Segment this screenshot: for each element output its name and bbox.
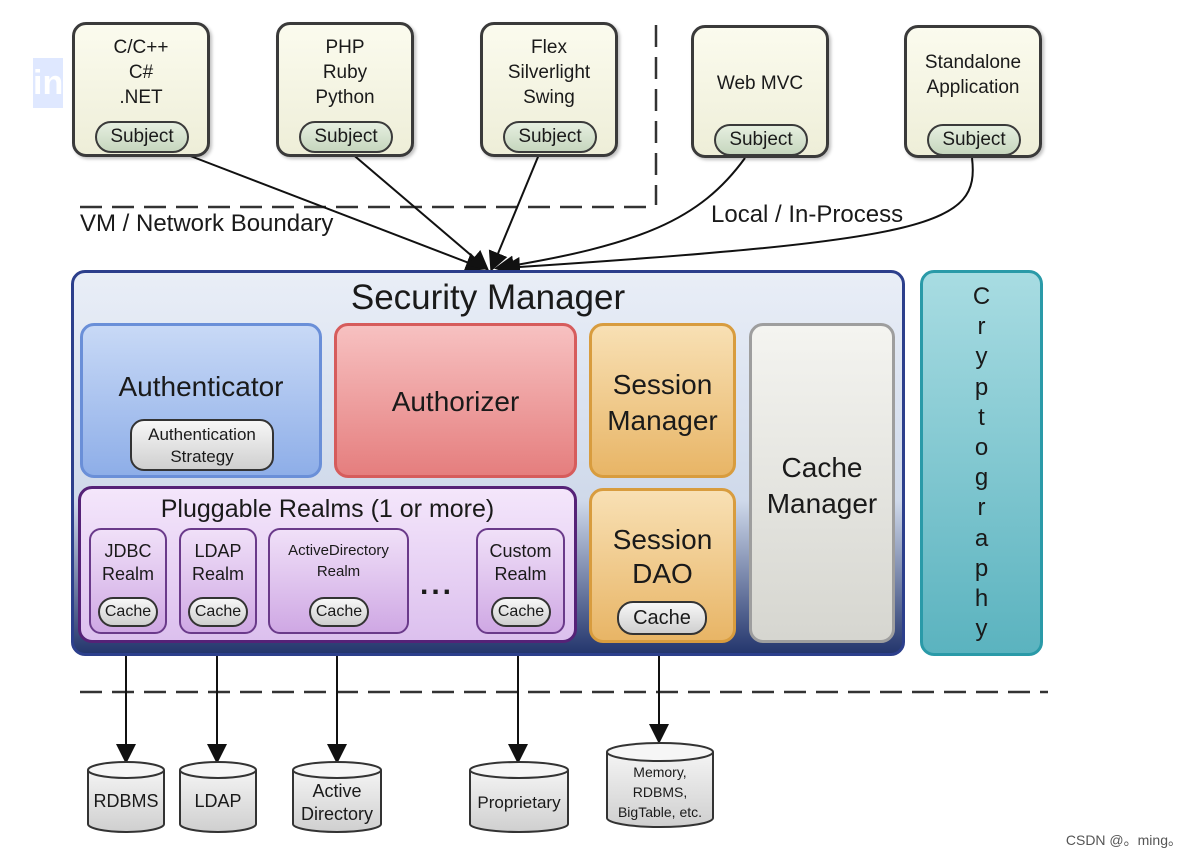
session-dao-cache: Cache xyxy=(617,601,707,635)
logo-fragment: in xyxy=(33,58,63,108)
subject-pill-standalone: Subject xyxy=(927,124,1021,156)
session-dao-title: Session DAO xyxy=(612,524,713,589)
realm-activedirectory-title: ActiveDirectory Realm xyxy=(288,542,389,580)
subject-pill-flex: Subject xyxy=(503,121,597,153)
realm-ldap-title: LDAP Realm xyxy=(191,541,244,584)
db-ad-label: Active Directory xyxy=(300,781,373,824)
realm-custom-cache: Cache xyxy=(491,597,551,627)
realm-activedirectory-cache: Cache xyxy=(309,597,369,627)
authenticator-box: Authenticator Authentication Strategy xyxy=(80,323,322,478)
db-proprietary-shape xyxy=(469,761,569,833)
client-cpp-label: C/C++ C# .NET xyxy=(113,37,169,108)
db-proprietary-label: Proprietary xyxy=(477,793,561,812)
client-standalone-label: Standalone Application xyxy=(924,52,1022,98)
arrow-client-2 xyxy=(349,151,490,271)
security-manager-title: Security Manager xyxy=(350,278,626,317)
cache-manager-box: Cache Manager xyxy=(749,323,895,643)
authentication-strategy-pill: Authentication Strategy xyxy=(130,419,274,471)
db-ldap-label: LDAP xyxy=(194,791,242,811)
arrow-client-4 xyxy=(494,157,746,276)
realm-jdbc: JDBC Realm Cache xyxy=(89,528,167,634)
client-webmvc-label: Web MVC xyxy=(716,73,804,94)
realm-jdbc-title: JDBC Realm xyxy=(101,541,154,584)
authorizer-box: Authorizer xyxy=(334,323,577,478)
cryptography-label: C r y p t o g r a p h y xyxy=(972,283,991,643)
subject-pill-cpp: Subject xyxy=(95,121,189,153)
cryptography-box xyxy=(920,270,1043,656)
local-boundary-label: Local / In-Process xyxy=(711,201,904,228)
realm-ldap: LDAP Realm Cache xyxy=(179,528,257,634)
session-manager-title: Session Manager xyxy=(607,369,718,436)
network-boundary-label: VM / Network Boundary xyxy=(80,210,334,237)
client-cpp: C/C++ C# .NET Subject xyxy=(72,22,210,157)
realm-ldap-cache: Cache xyxy=(188,597,248,627)
client-php-label: PHP Ruby Python xyxy=(315,37,375,108)
db-memory-shape xyxy=(606,742,714,828)
realm-ellipsis: ... xyxy=(420,568,455,601)
realm-custom: Custom Realm Cache xyxy=(476,528,565,634)
realm-activedirectory: ActiveDirectory Realm Cache xyxy=(268,528,409,634)
db-rdbms-shape xyxy=(87,761,165,833)
session-manager-box: Session Manager xyxy=(589,323,736,478)
db-memory-label: Memory, RDBMS, BigTable, etc. xyxy=(617,764,703,820)
subject-pill-php: Subject xyxy=(299,121,393,153)
client-php: PHP Ruby Python Subject xyxy=(276,22,414,157)
pluggable-realms-title: Pluggable Realms (1 or more) xyxy=(160,495,495,523)
authenticator-title: Authenticator xyxy=(118,371,284,402)
db-ldap-shape xyxy=(179,761,257,833)
client-webmvc: Web MVC Subject xyxy=(691,25,829,158)
arrow-client-3 xyxy=(488,151,541,272)
realm-jdbc-cache: Cache xyxy=(98,597,158,627)
watermark: CSDN @。ming。 xyxy=(1065,832,1182,848)
subject-pill-webmvc: Subject xyxy=(714,124,808,156)
client-standalone: Standalone Application Subject xyxy=(904,25,1042,158)
arrow-client-5 xyxy=(500,157,974,277)
realm-custom-title: Custom Realm xyxy=(489,541,552,584)
db-ad-shape xyxy=(292,761,382,833)
client-flex-label: Flex Silverlight Swing xyxy=(507,37,591,108)
arrow-client-1 xyxy=(179,151,486,272)
authorizer-title: Authorizer xyxy=(391,386,520,417)
session-dao-box: Session DAO Cache xyxy=(589,488,736,643)
cache-manager-title: Cache Manager xyxy=(766,452,878,519)
client-flex: Flex Silverlight Swing Subject xyxy=(480,22,618,157)
db-rdbms-label: RDBMS xyxy=(93,791,159,811)
